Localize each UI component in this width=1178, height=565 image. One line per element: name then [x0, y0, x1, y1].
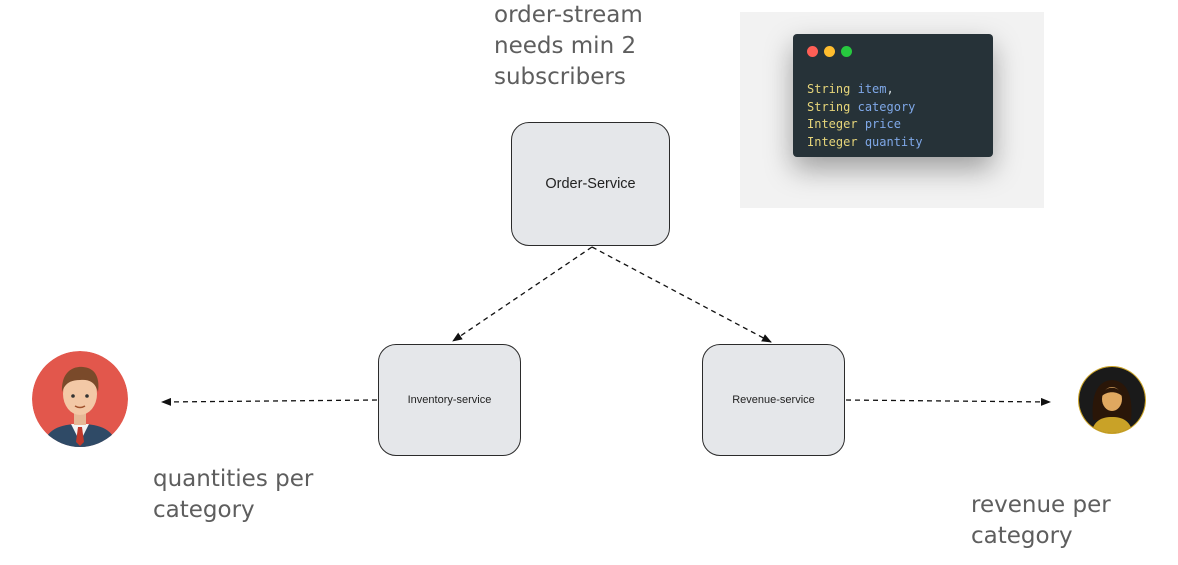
woman-avatar-icon: [1078, 366, 1146, 434]
code-block: String item, String category Integer pri…: [807, 81, 923, 151]
inventory-service-label: Inventory-service: [407, 394, 492, 406]
code-line: String category: [807, 99, 916, 114]
arrow-order-to-inventory: [452, 246, 593, 342]
man-avatar-icon: [32, 351, 128, 447]
note-line: category: [971, 523, 1073, 549]
inventory-service-box: Inventory-service: [378, 344, 521, 456]
code-line: Integer price: [807, 117, 901, 131]
arrow-inventory-to-user: [161, 397, 378, 406]
order-service-label: Order-Service: [545, 176, 636, 192]
note-line: subscribers: [494, 64, 626, 90]
order-service-box: Order-Service: [511, 122, 670, 246]
window-maximize-dot-icon: [841, 46, 852, 57]
quantities-note: quantities per category: [153, 464, 313, 526]
arrow-revenue-to-user: [845, 397, 1051, 406]
code-snippet-panel: String item, String category Integer pri…: [740, 12, 1044, 208]
order-stream-note: order-stream needs min 2 subscribers: [494, 0, 643, 93]
note-line: category: [153, 497, 255, 523]
note-line: quantities per: [153, 466, 314, 492]
note-line: revenue per: [971, 492, 1111, 518]
note-line: order-stream: [494, 2, 643, 28]
revenue-service-box: Revenue-service: [702, 344, 845, 456]
arrow-order-to-revenue: [591, 246, 772, 343]
window-close-dot-icon: [807, 46, 818, 57]
revenue-service-label: Revenue-service: [732, 394, 815, 406]
window-minimize-dot-icon: [824, 46, 835, 57]
code-window: String item, String category Integer pri…: [793, 34, 993, 157]
code-line: String item,: [807, 82, 894, 96]
note-line: needs min 2: [494, 33, 637, 59]
code-line: Integer quantity: [807, 134, 923, 149]
revenue-note: revenue per category: [971, 490, 1111, 552]
